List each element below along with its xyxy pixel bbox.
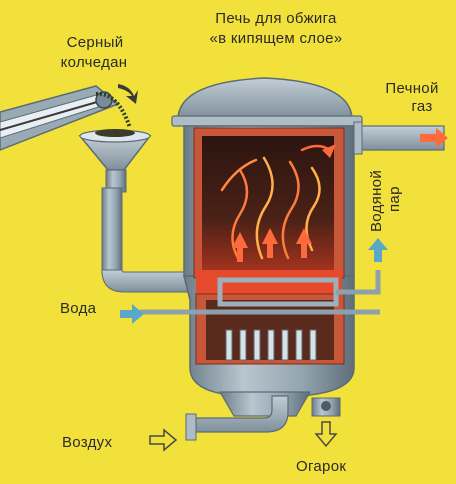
pyrite-label-line-1: Серный — [66, 34, 124, 51]
steam-arrow — [368, 238, 388, 262]
conveyor-belt — [0, 85, 132, 151]
air-arrow — [149, 428, 178, 452]
pyrite-label-line-2: колчедан — [60, 54, 128, 71]
upward-flow-arrows — [232, 144, 336, 262]
air-inlet-pipe — [185, 395, 289, 441]
water-label: Вода — [60, 300, 97, 317]
feed-pipe — [101, 187, 191, 293]
cooling-coil — [140, 270, 381, 315]
cinder-label: Огарок — [296, 458, 347, 475]
gas-distribution-grate — [225, 329, 317, 361]
feed-hopper — [78, 129, 152, 193]
furnace-gas-arrow — [420, 128, 448, 148]
title-line-2: «в кипящем слое» — [209, 30, 343, 47]
steam-label-line-2: пар — [386, 186, 403, 212]
cinder-arrow — [314, 421, 338, 448]
steam-label-line-1: Водяной — [368, 170, 385, 232]
water-arrow — [120, 304, 144, 324]
pyrite-arrow — [118, 84, 138, 104]
title-line-1: Печь для обжига — [215, 10, 337, 27]
furnace-gas-label-line-1: Печной — [385, 80, 439, 97]
air-label: Воздух — [62, 434, 113, 451]
cinder-outlet — [311, 397, 341, 417]
furnace-gas-label-line-2: газ — [411, 98, 433, 115]
